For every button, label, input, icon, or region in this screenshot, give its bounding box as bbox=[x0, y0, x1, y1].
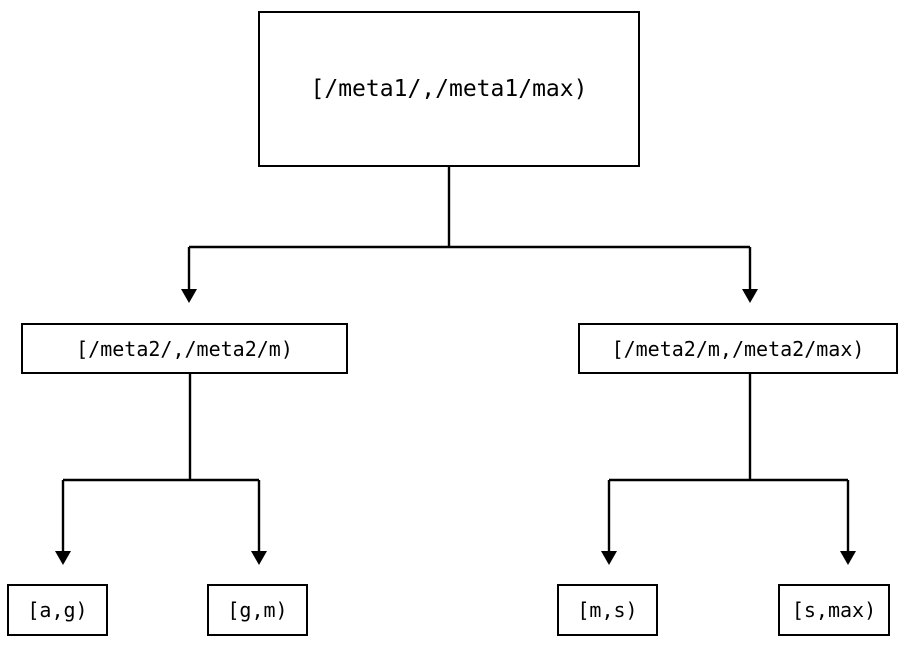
tree-node-leaf-ag-label: [a,g) bbox=[27, 598, 88, 622]
tree-node-root-label: [/meta1/,/meta1/max) bbox=[310, 75, 588, 102]
arrowhead-icon-leaf-ms bbox=[601, 551, 617, 565]
tree-node-root[interactable]: [/meta1/,/meta1/max) bbox=[258, 11, 640, 167]
tree-node-leaf-smax-label: [s,max) bbox=[791, 598, 877, 622]
tree-node-mid-right-label: [/meta2/m,/meta2/max) bbox=[611, 336, 865, 361]
tree-node-leaf-ms-label: [m,s) bbox=[577, 598, 638, 622]
arrowhead-icon-mid-left bbox=[181, 289, 197, 303]
arrowhead-icon-leaf-ag bbox=[55, 551, 71, 565]
tree-node-mid-left[interactable]: [/meta2/,/meta2/m) bbox=[21, 323, 348, 374]
arrowhead-icon-leaf-smax bbox=[840, 551, 856, 565]
tree-node-mid-right[interactable]: [/meta2/m,/meta2/max) bbox=[578, 323, 898, 374]
tree-node-leaf-gm-label: [g,m) bbox=[227, 598, 288, 622]
arrowhead-icon-leaf-gm bbox=[251, 551, 267, 565]
tree-node-leaf-smax[interactable]: [s,max) bbox=[778, 584, 890, 636]
tree-node-leaf-ms[interactable]: [m,s) bbox=[557, 584, 658, 636]
arrowhead-icon-mid-right bbox=[742, 289, 758, 303]
tree-node-mid-left-label: [/meta2/,/meta2/m) bbox=[76, 336, 293, 361]
tree-node-leaf-gm[interactable]: [g,m) bbox=[207, 584, 308, 636]
tree-node-leaf-ag[interactable]: [a,g) bbox=[7, 584, 108, 636]
